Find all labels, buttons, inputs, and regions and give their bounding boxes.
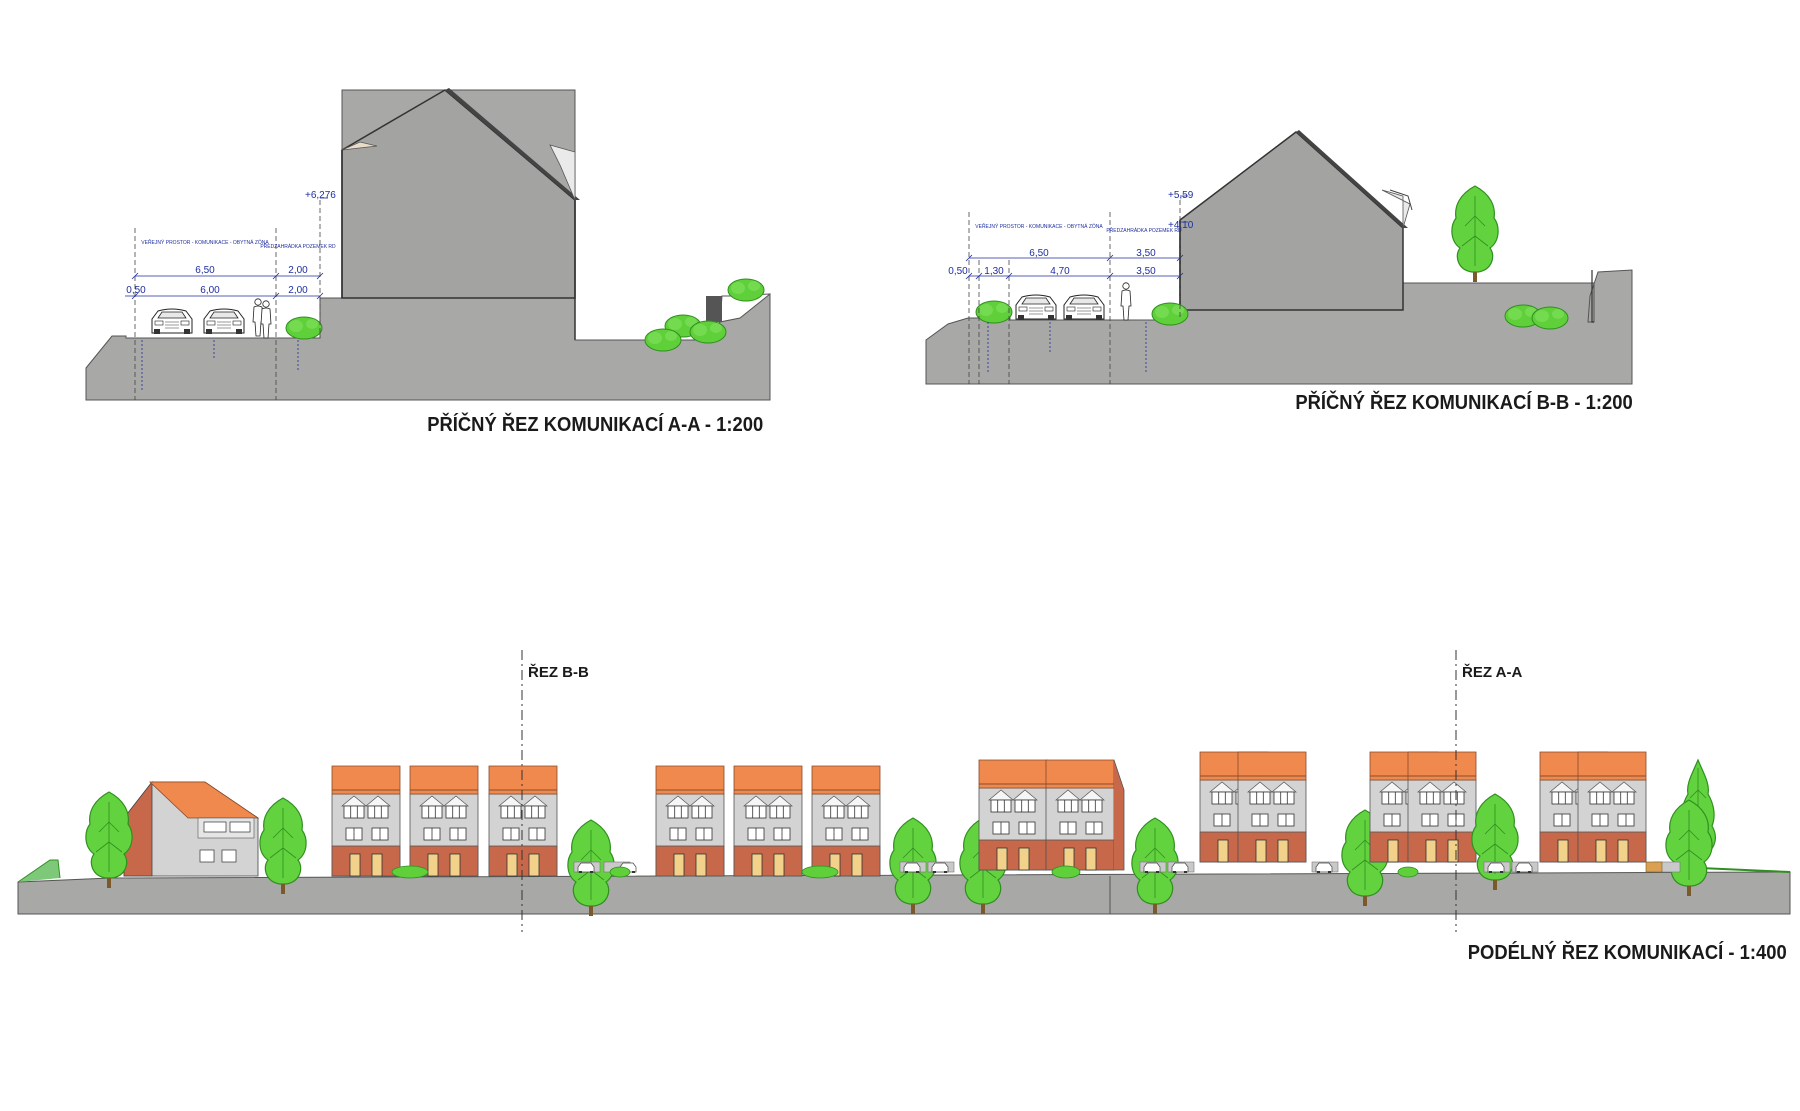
dim-verge-bb: 1,30	[984, 266, 1004, 277]
tree-icon	[1451, 185, 1499, 283]
dim-public-total-bb: 6,50	[1029, 248, 1049, 259]
dim-curb-aa: 0,50	[126, 285, 146, 296]
row-house	[978, 759, 1048, 871]
existing-house	[123, 780, 260, 877]
person-icon	[260, 300, 272, 339]
street-furniture	[391, 861, 1681, 879]
bush-icon	[975, 300, 1013, 324]
row-house	[409, 765, 479, 877]
section-bb-caption: PŘÍČNÝ ŘEZ KOMUNIKACÍ B-B - 1:200	[1295, 392, 1633, 414]
bush-icon	[1151, 302, 1189, 326]
zone-front-label-bb: PŘEDZAHRÁDKA POZEMEK RD	[1106, 226, 1182, 234]
row-house	[1577, 751, 1647, 863]
cut-aa-label: ŘEZ A-A	[1462, 664, 1523, 681]
terrace-row-2	[655, 765, 881, 877]
person-icon	[1120, 282, 1132, 321]
zone-public-label-bb: VEŘEJNÝ PROSTOR - KOMUNIKACE - OBYTNÁ ZÓ…	[975, 222, 1103, 230]
section-bb: VEŘEJNÝ PROSTOR - KOMUNIKACE - OBYTNÁ ZÓ…	[925, 130, 1633, 385]
row-house	[1407, 751, 1477, 863]
semi-detached-3	[978, 759, 1125, 871]
dim-front-bottom-aa: 2,00	[288, 285, 308, 296]
bush-icon	[1531, 306, 1569, 330]
row-house	[488, 765, 558, 877]
dim-curb-bb: 0,50	[948, 266, 968, 277]
dim-front-top-aa: 2,00	[288, 265, 308, 276]
semi-detached-4	[1199, 751, 1307, 863]
section-aa-caption: PŘÍČNÝ ŘEZ KOMUNIKACÍ A-A - 1:200	[426, 414, 763, 436]
house-bb	[1179, 131, 1404, 311]
elevation-label-aa: +6,276	[305, 190, 336, 201]
bush-icon	[285, 316, 323, 340]
car-icon	[1015, 294, 1057, 321]
semi-detached-6	[1539, 751, 1647, 863]
elevation-mid-label-bb: +4,10	[1168, 220, 1194, 231]
dimension-lines-bb	[965, 195, 1188, 384]
dim-carriageway-aa: 6,00	[200, 285, 220, 296]
car-icon	[1063, 294, 1105, 321]
bush-icon	[689, 320, 727, 344]
semi-detached-5	[1369, 751, 1477, 863]
longitudinal-caption: PODÉLNÝ ŘEZ KOMUNIKACÍ - 1:400	[1468, 942, 1787, 964]
dimension-lines-aa	[125, 197, 328, 400]
car-icon	[151, 308, 193, 335]
zone-front-label-aa: PŘEDZAHRÁDKA POZEMEK RD	[260, 242, 336, 250]
dim-front-bottom-bb: 3,50	[1136, 266, 1156, 277]
retaining-wall-aa	[706, 296, 722, 322]
bush-icon	[644, 328, 682, 352]
longitudinal-section	[17, 650, 1791, 932]
cut-bb-label: ŘEZ B-B	[528, 664, 589, 681]
zone-public-label-aa: VEŘEJNÝ PROSTOR - KOMUNIKACE - OBYTNÁ ZÓ…	[141, 238, 269, 246]
row-house	[1237, 751, 1307, 863]
section-aa: VEŘEJNÝ PROSTOR - KOMUNIKACE - OBYTNÁ ZÓ…	[85, 88, 771, 401]
dim-front-top-bb: 3,50	[1136, 248, 1156, 259]
row-house	[811, 765, 881, 877]
dim-public-total-aa: 6,50	[195, 265, 215, 276]
row-house	[331, 765, 401, 877]
row-house	[733, 765, 803, 877]
row-house	[1045, 759, 1115, 871]
row-house	[655, 765, 725, 877]
bush-icon	[727, 278, 765, 302]
elevation-top-label-bb: +5,59	[1168, 190, 1194, 201]
dim-carriageway-bb: 4,70	[1050, 266, 1070, 277]
car-icon	[203, 308, 245, 335]
terrace-row-1	[331, 765, 558, 877]
